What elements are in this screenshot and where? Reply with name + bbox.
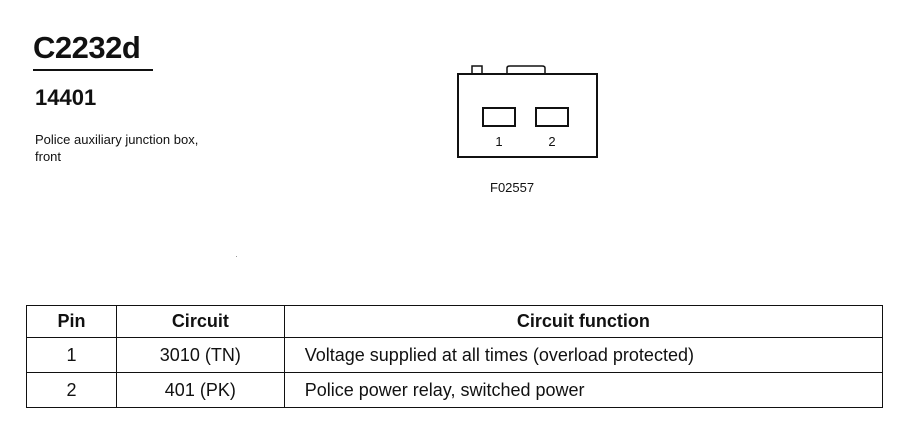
connector-description: Police auxiliary junction box, front: [35, 131, 205, 165]
cell-pin: 1: [26, 337, 117, 373]
pin-label-1: 1: [495, 134, 502, 149]
scan-speck: [236, 256, 237, 257]
connector-id-title: C2232d: [33, 30, 141, 65]
cell-circuit: 401 (PK): [115, 372, 285, 408]
table-header-row: Pin Circuit Circuit function: [26, 305, 884, 338]
cell-function: Voltage supplied at all times (overload …: [283, 337, 884, 373]
header-circuit: Circuit: [115, 305, 285, 338]
pin-cavity-2: [535, 107, 569, 127]
connector-body: [457, 73, 598, 158]
connector-tab-small: [471, 65, 483, 75]
connector-face-diagram: 1 2: [457, 65, 598, 158]
table-row: 1 3010 (TN) Voltage supplied at all time…: [26, 337, 884, 373]
figure-code: F02557: [490, 180, 535, 195]
table-row: 2 401 (PK) Police power relay, switched …: [26, 372, 884, 408]
description-text: Police auxiliary junction box, front: [35, 132, 199, 164]
connector-tab-large: [506, 65, 546, 74]
pin-label-2: 2: [548, 134, 555, 149]
header-circuit-function: Circuit function: [283, 305, 884, 338]
pin-table: Pin Circuit Circuit function 1 3010 (TN)…: [26, 305, 884, 408]
part-number: 14401: [35, 85, 97, 110]
cell-circuit: 3010 (TN): [115, 337, 285, 373]
cell-pin: 2: [26, 372, 117, 408]
cell-function: Police power relay, switched power: [283, 372, 884, 408]
header-pin: Pin: [26, 305, 117, 338]
title-underline: [33, 69, 153, 71]
pin-cavity-1: [482, 107, 516, 127]
